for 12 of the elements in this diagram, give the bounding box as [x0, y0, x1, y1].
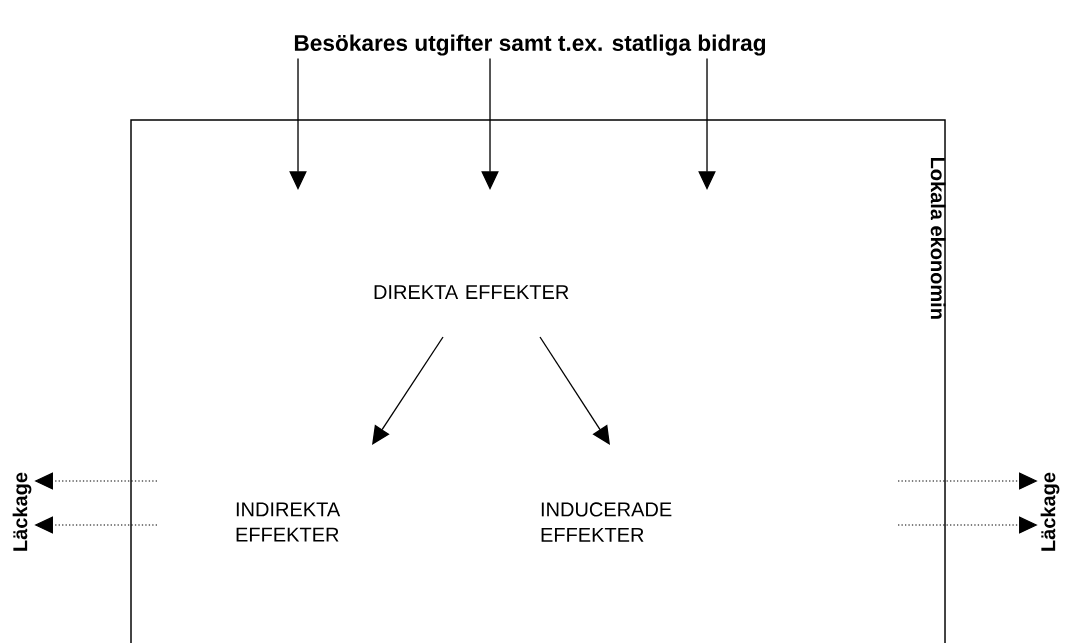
arrow	[289, 57, 307, 190]
arrow	[372, 336, 444, 445]
arrow	[481, 57, 499, 190]
arrow	[539, 336, 610, 445]
effect-label: DIREKTA EFFEKTER	[374, 285, 569, 299]
frame-heading: Lokala ekonomin	[930, 157, 946, 319]
leakage-label: Läckage	[1040, 472, 1060, 551]
heading-text: Besökares utgifter samt t.ex. statliga bidrag	[294, 34, 766, 56]
effect-label: INDIREKTA EFFEKTER	[236, 502, 341, 542]
arrow	[698, 57, 716, 190]
leakage-label: Läckage	[12, 472, 32, 551]
effect-label: INDUCERADE EFFEKTER	[541, 502, 672, 542]
